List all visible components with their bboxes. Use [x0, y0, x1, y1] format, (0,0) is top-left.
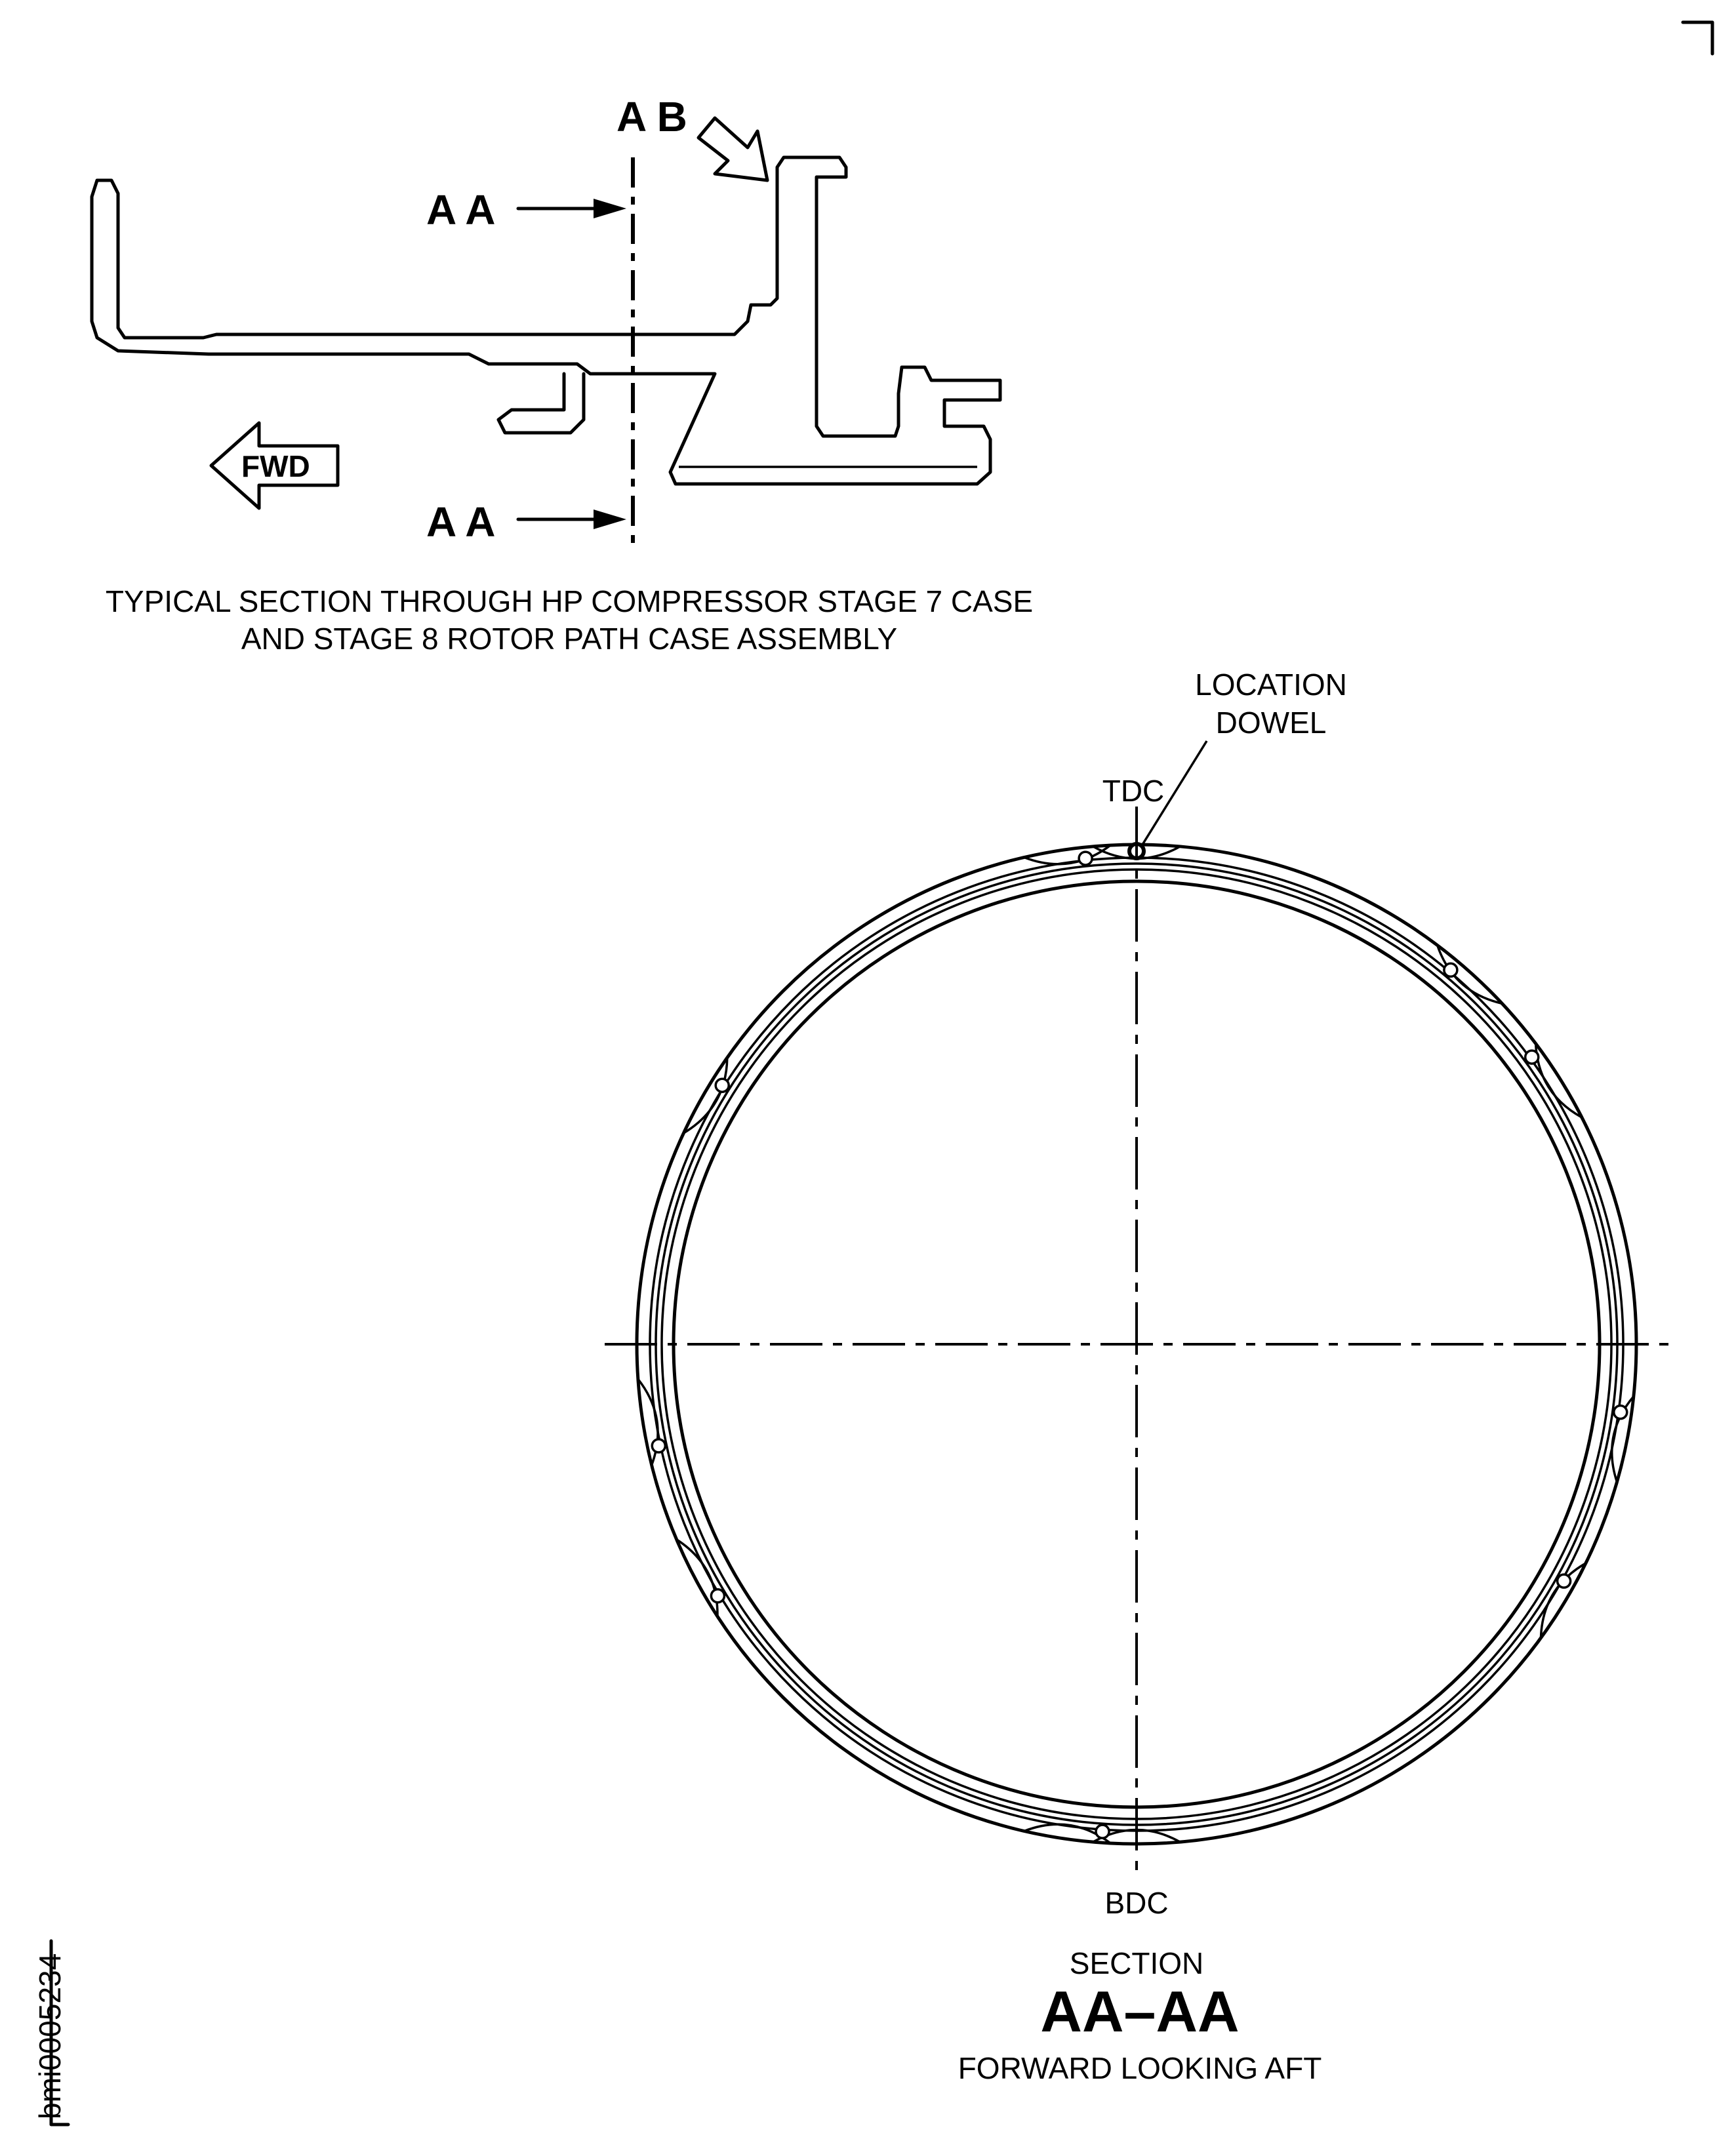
segment-joint [683, 1057, 729, 1134]
bolt-hole [1524, 1049, 1540, 1065]
view-arrow-ab [696, 116, 769, 182]
bolt-hole [1095, 1824, 1110, 1839]
segment-joint [676, 1538, 719, 1617]
section-word: SECTION [1070, 1946, 1203, 1980]
fwd-label: FWD [241, 449, 310, 483]
segment-joint [1436, 944, 1503, 1005]
tdc-label: TDC [1102, 774, 1165, 808]
section-id: AA–AA [1040, 1979, 1239, 2044]
bdc-label: BDC [1104, 1886, 1168, 1920]
bolt-hole [710, 1588, 726, 1604]
bolt-hole [1612, 1404, 1628, 1420]
location-label-line2: DOWEL [1216, 706, 1327, 740]
cut-label-top: A A [426, 186, 495, 233]
bolt-hole [1078, 850, 1093, 866]
svg-text:bmi0005234: bmi0005234 [33, 1953, 67, 2119]
detail-caption-line2: AND STAGE 8 ROTOR PATH CASE ASSEMBLY [241, 622, 897, 656]
view-label-ab: A B [616, 93, 687, 140]
section-orientation: FORWARD LOOKING AFT [958, 2051, 1322, 2085]
location-label-line1: LOCATION [1195, 668, 1347, 702]
cut-arrow-bottom [516, 509, 626, 529]
corner-crop-mark [1681, 20, 1714, 56]
bolt-hole [714, 1077, 730, 1093]
bolt-hole [1556, 1573, 1572, 1589]
case-cross-section [90, 155, 1002, 486]
segment-joint [1611, 1395, 1635, 1483]
fwd-arrow [209, 421, 340, 510]
dowel-leader-line [1141, 740, 1208, 845]
bolt-hole [651, 1438, 667, 1454]
segment-joint [637, 1378, 659, 1466]
cut-arrow-top [516, 199, 626, 218]
bolt-holes [651, 850, 1628, 1839]
bolt-hole [1443, 962, 1459, 978]
segment-joint [1539, 1562, 1586, 1638]
detail-caption-line1: TYPICAL SECTION THROUGH HP COMPRESSOR ST… [106, 584, 1033, 618]
cut-label-bottom: A A [426, 498, 495, 546]
figure-id: bmi0005234 [33, 1939, 70, 2127]
